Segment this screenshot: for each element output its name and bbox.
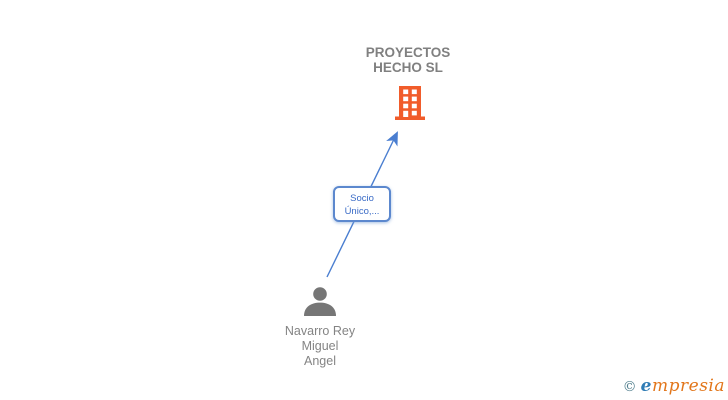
person-name-line: Miguel [301, 339, 339, 353]
empresia-logo[interactable]: © empresia [623, 376, 725, 396]
person-name-line: Navarro Rey [284, 324, 356, 338]
person-node-label[interactable]: Navarro Rey Miguel Angel [258, 324, 382, 369]
copyright-icon: © [622, 379, 637, 395]
company-node-label[interactable]: PROYECTOS HECHO SL [333, 45, 483, 75]
building-icon [395, 86, 425, 120]
relationship-label-line: Único,... [344, 206, 380, 217]
brand-initial: e [640, 376, 652, 396]
company-name-line: HECHO SL [373, 60, 443, 75]
company-node[interactable] [394, 86, 426, 120]
brand-name: empresia [641, 376, 725, 396]
relationship-label-box[interactable]: Socio Único,... [333, 186, 391, 222]
person-name-line: Angel [304, 354, 336, 368]
person-silhouette-icon [304, 287, 336, 316]
company-name-line: PROYECTOS [365, 45, 451, 60]
person-node[interactable] [302, 287, 338, 316]
relationship-label-line: Socio [350, 193, 374, 204]
brand-rest: mpresia [652, 376, 725, 396]
